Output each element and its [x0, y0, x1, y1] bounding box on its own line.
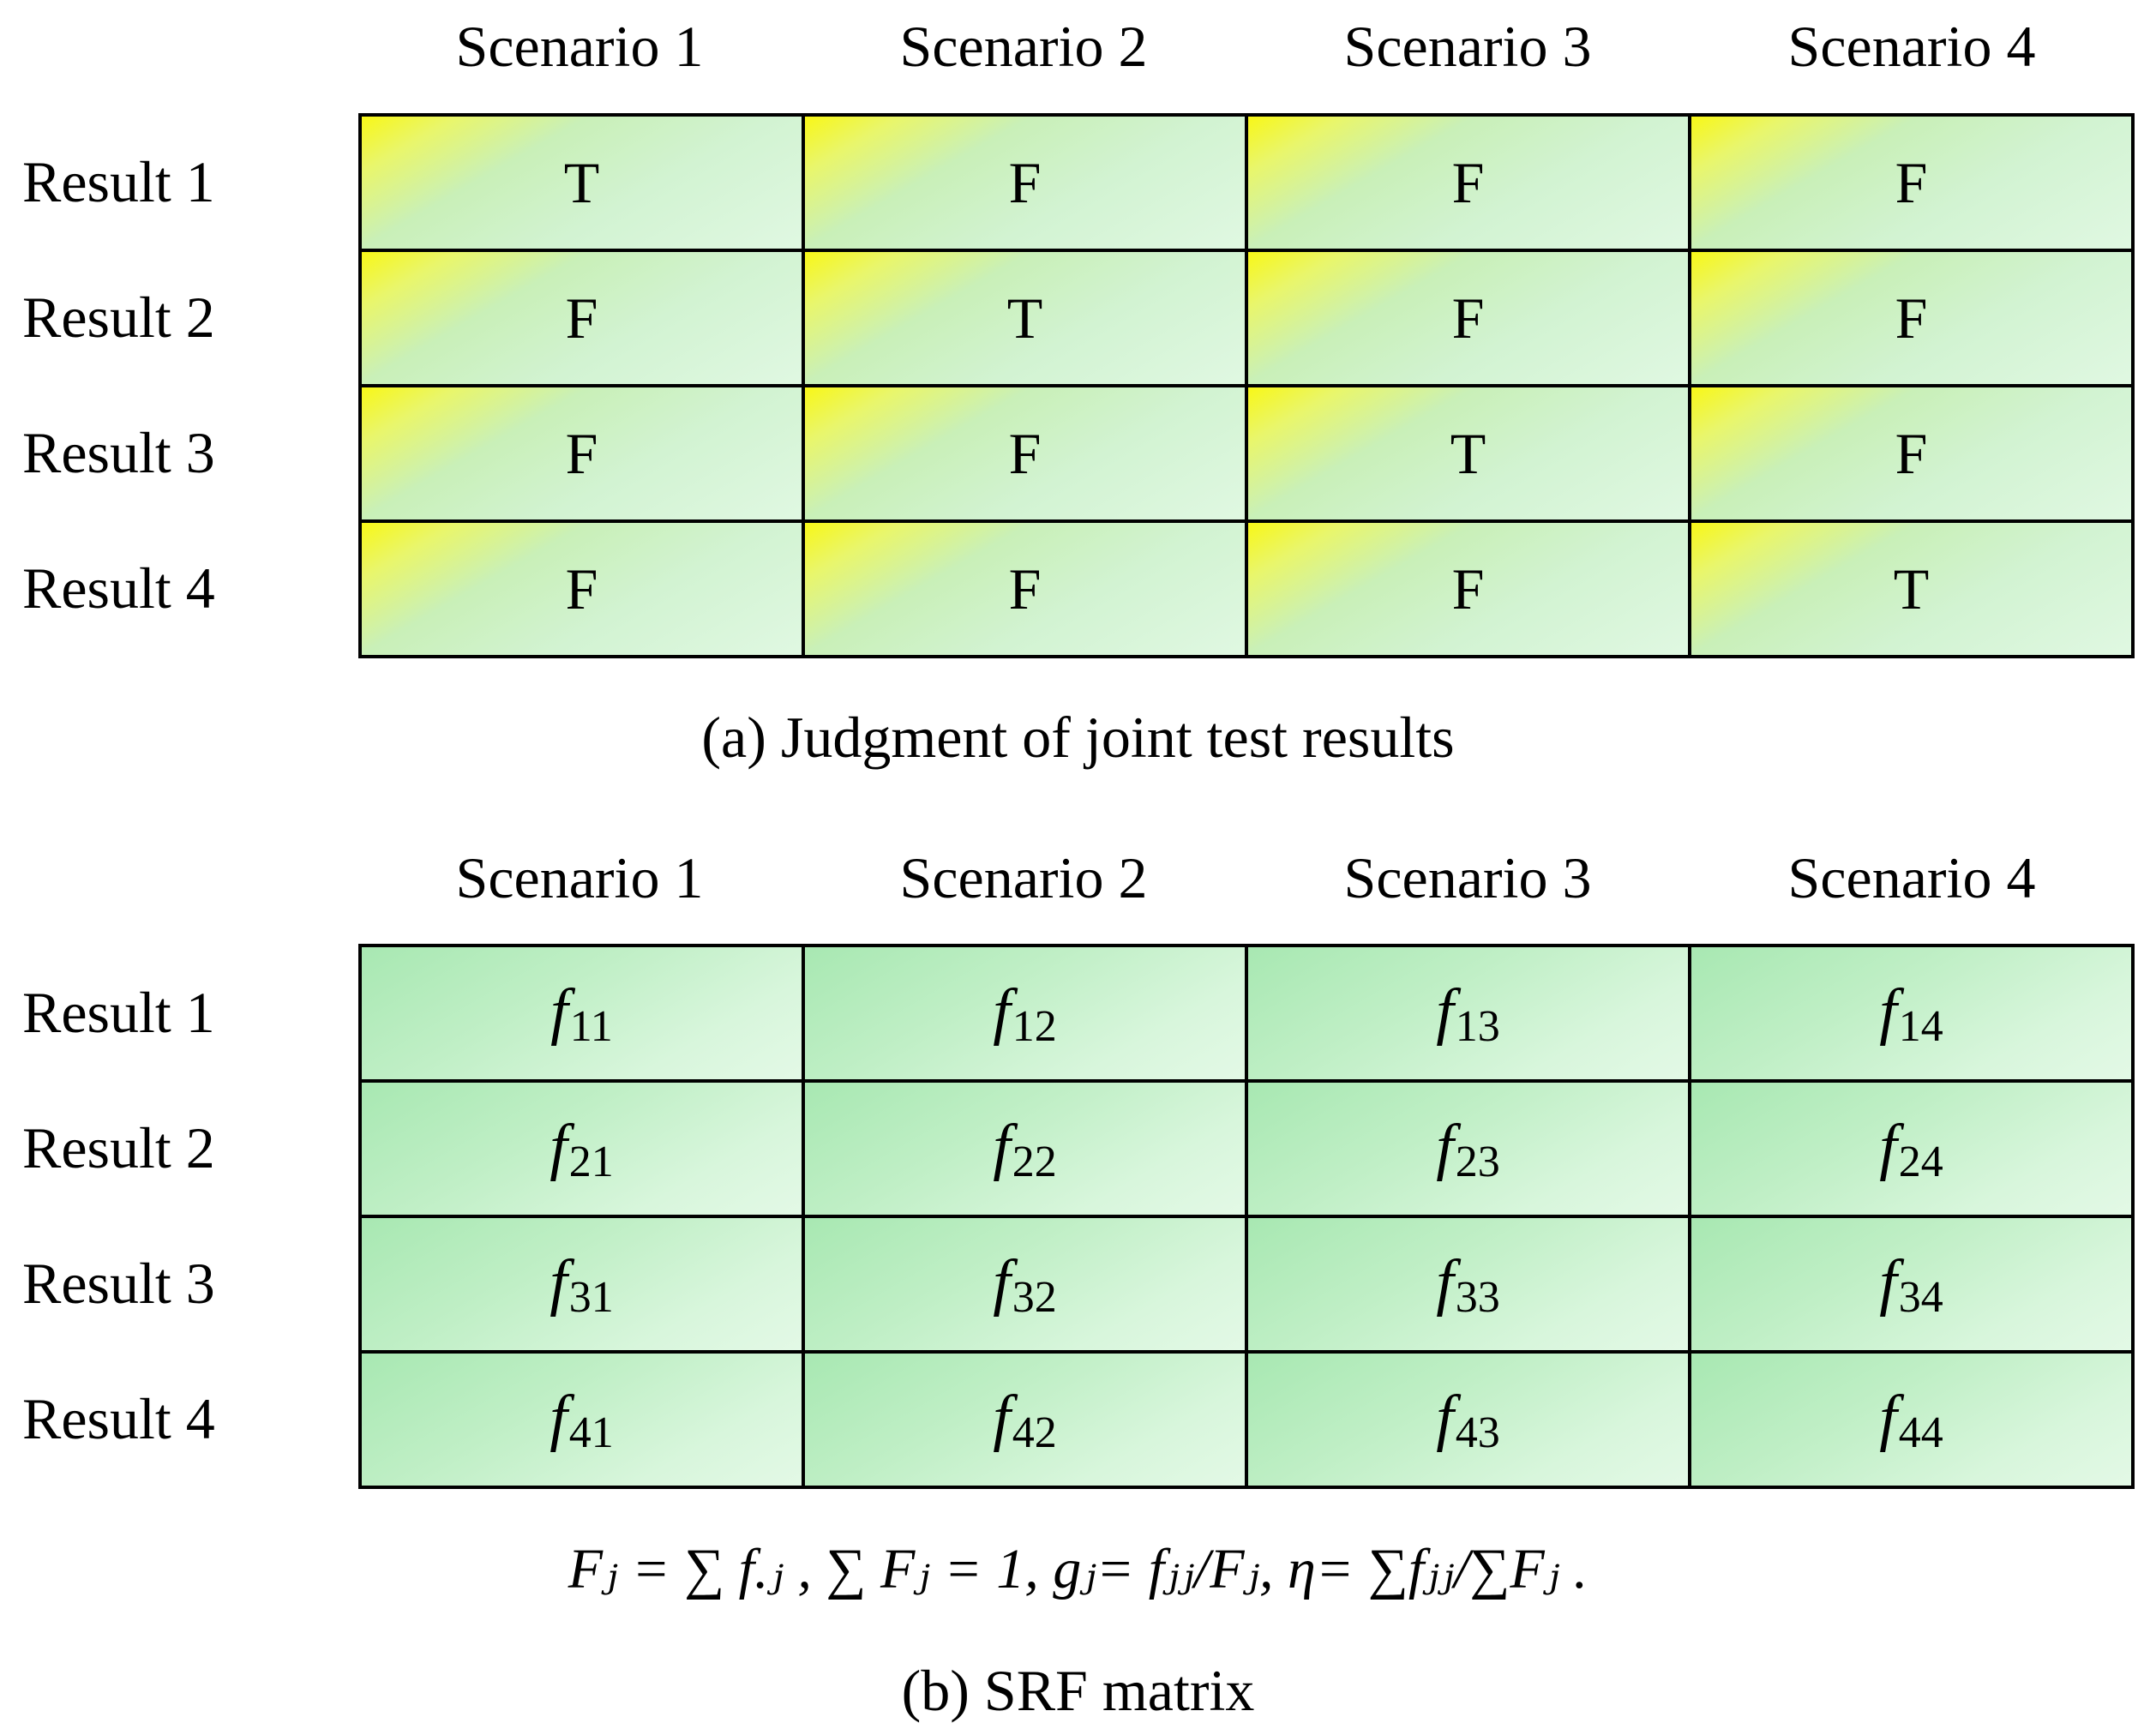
judgment-table: T F F F F T F F F F T F F F F T [358, 113, 2135, 658]
judgment-cell: T [362, 117, 805, 252]
panel-a-column-header: Scenario 1 [455, 14, 704, 79]
panel-a-caption: (a) Judgment of joint test results [701, 705, 1455, 770]
panel-b-column-header: Scenario 4 [1787, 845, 2036, 910]
judgment-cell: F [1248, 523, 1691, 658]
srf-cell: f42 [805, 1354, 1248, 1489]
srf-cell: f14 [1691, 947, 2135, 1083]
judgment-cell: F [1248, 252, 1691, 387]
judgment-cell: F [1248, 117, 1691, 252]
srf-cell: f21 [362, 1083, 805, 1218]
judgment-cell: T [1248, 387, 1691, 523]
judgment-cell: F [1691, 252, 2135, 387]
judgment-cell: F [805, 523, 1248, 658]
judgment-cell: F [805, 387, 1248, 523]
panel-a-row-label: Result 4 [22, 555, 215, 621]
judgment-cell: T [1691, 523, 2135, 658]
panel-b-row-label: Result 2 [22, 1115, 215, 1180]
judgment-cell: F [1691, 387, 2135, 523]
srf-cell: f13 [1248, 947, 1691, 1083]
panel-a-column-header: Scenario 4 [1787, 14, 2036, 79]
srf-cell: f12 [805, 947, 1248, 1083]
srf-cell: f43 [1248, 1354, 1691, 1489]
srf-cell: f23 [1248, 1083, 1691, 1218]
srf-cell: f22 [805, 1083, 1248, 1218]
panel-a-row-label: Result 3 [22, 420, 215, 485]
panel-a-row-label: Result 1 [22, 149, 215, 214]
panel-b-row-label: Result 3 [22, 1251, 215, 1316]
panel-b-row-label: Result 4 [22, 1386, 215, 1451]
srf-cell: f41 [362, 1354, 805, 1489]
judgment-cell: F [362, 523, 805, 658]
panel-b-row-label: Result 1 [22, 980, 215, 1045]
judgment-cell: T [805, 252, 1248, 387]
srf-cell: f11 [362, 947, 805, 1083]
srf-cell: f24 [1691, 1083, 2135, 1218]
srf-cell: f31 [362, 1218, 805, 1354]
panel-a-column-header: Scenario 2 [899, 14, 1148, 79]
panel-b-caption: (b) SRF matrix [901, 1658, 1255, 1723]
judgment-cell: F [1691, 117, 2135, 252]
judgment-cell: F [805, 117, 1248, 252]
judgment-cell: F [362, 252, 805, 387]
panel-b-column-header: Scenario 3 [1343, 845, 1592, 910]
panel-a-row-label: Result 2 [22, 285, 215, 350]
panel-b-column-header: Scenario 1 [455, 845, 704, 910]
srf-cell: f34 [1691, 1218, 2135, 1354]
srf-cell: f44 [1691, 1354, 2135, 1489]
panel-b-column-header: Scenario 2 [899, 845, 1148, 910]
srf-formula: Fⱼ = ∑ f.ⱼ , ∑ Fⱼ = 1, gⱼ= fⱼⱼ/Fⱼ, η= ∑f… [568, 1538, 1588, 1600]
srf-matrix: f11 f12 f13 f14 f21 f22 f23 f24 f31 f32 … [358, 944, 2135, 1489]
judgment-cell: F [362, 387, 805, 523]
srf-cell: f33 [1248, 1218, 1691, 1354]
panel-a-column-header: Scenario 3 [1343, 14, 1592, 79]
srf-cell: f32 [805, 1218, 1248, 1354]
